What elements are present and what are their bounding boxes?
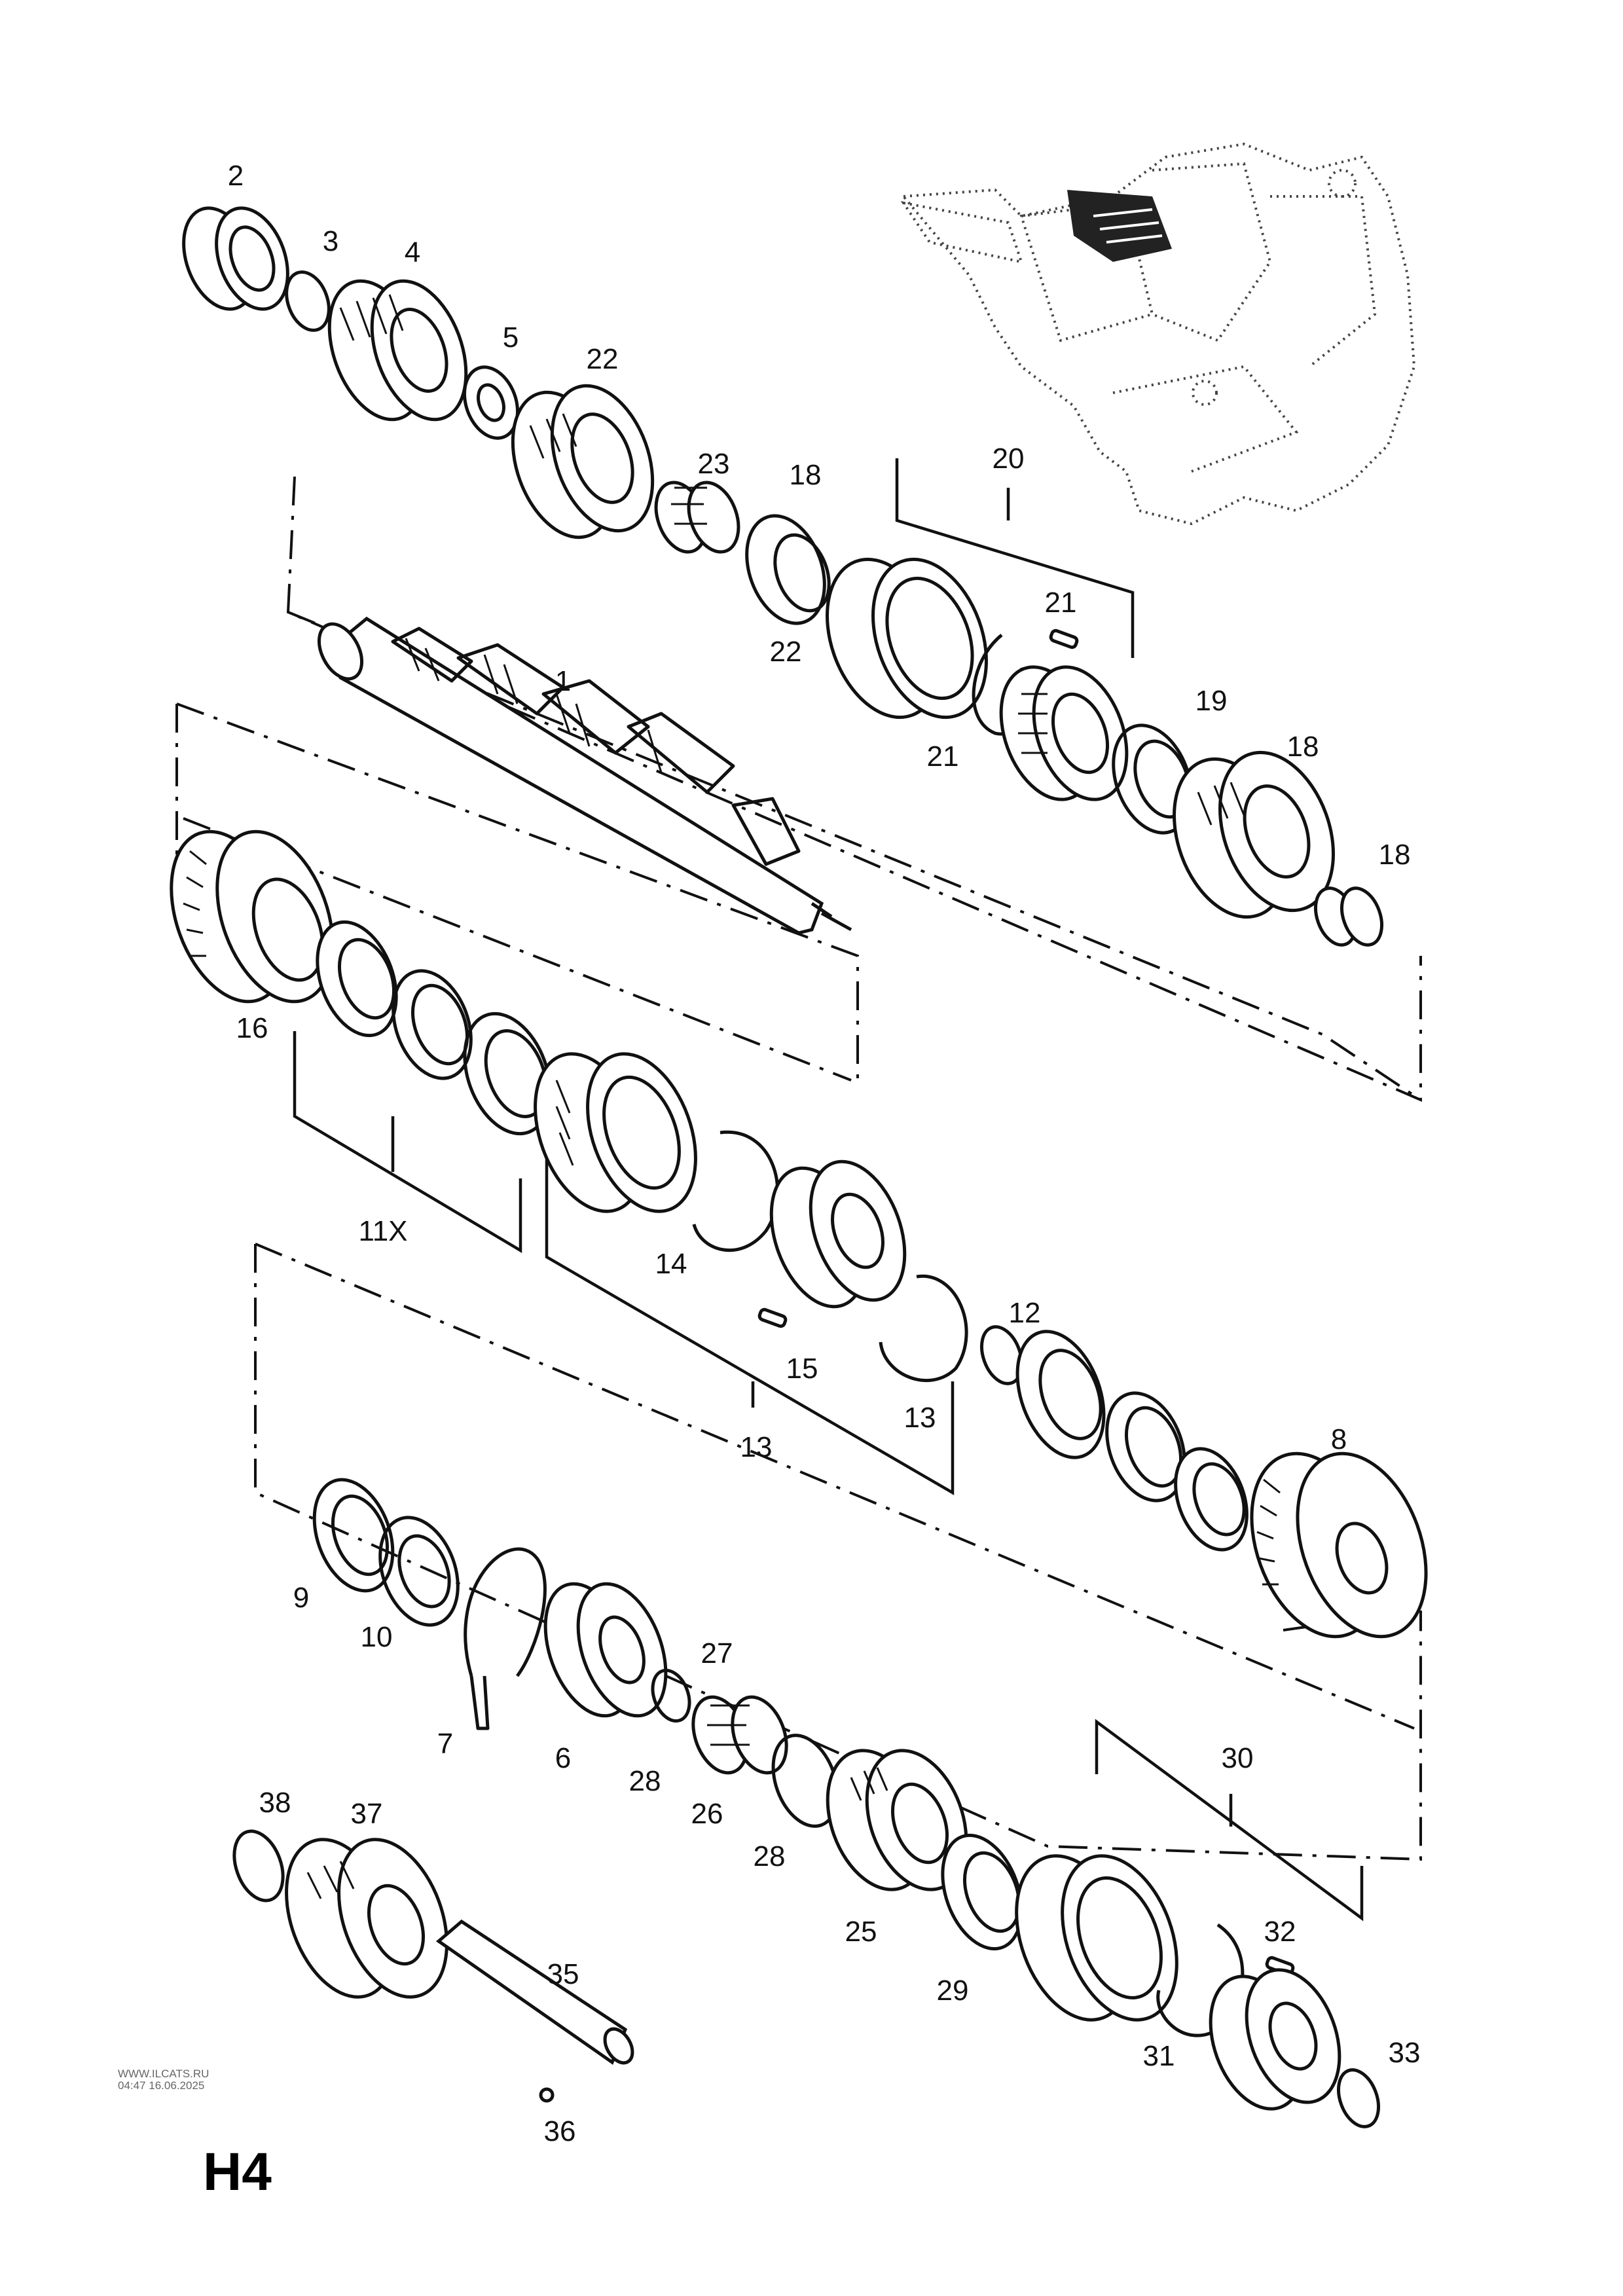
label-13a: 13 (740, 1431, 773, 1463)
watermark-timestamp: 04:47 16.06.2025 (118, 2079, 204, 2092)
callout-labels: 2 3 4 5 22 23 18 20 21 22 1 21 19 18 18 … (228, 160, 1421, 2147)
hub-19 (999, 665, 1129, 801)
gear-26 (826, 1749, 968, 1891)
hub-31 (1209, 1968, 1341, 2111)
gear-17 (1173, 750, 1335, 919)
gear-cluster-highlight-icon (1067, 190, 1172, 262)
ball-36 (539, 2087, 555, 2103)
snap-ring-34 (1337, 2068, 1380, 2128)
label-28b: 28 (629, 1765, 661, 1797)
label-33: 32 (1264, 1916, 1296, 1948)
hub-13 (769, 1159, 907, 1309)
label-22: 21 (1045, 587, 1077, 619)
needle-bearing-18b (1314, 886, 1383, 947)
label-13b: 13 (904, 1402, 936, 1434)
needle-bearing-25 (654, 481, 740, 554)
diagram-code: H4 (203, 2142, 272, 2202)
label-9: 9 (293, 1582, 309, 1614)
label-7: 7 (437, 1728, 453, 1760)
label-23: 22 (770, 636, 802, 668)
label-11X: 11X (358, 1215, 407, 1247)
snap-ring-28a (651, 1668, 691, 1723)
label-2: 2 (228, 160, 244, 192)
label-35: 35 (547, 1958, 579, 1990)
label-4: 4 (405, 236, 420, 268)
group-brackets (293, 458, 1364, 1922)
washer-10 (378, 1516, 460, 1627)
gear-16 (170, 829, 335, 1004)
label-25: 23 (698, 448, 730, 480)
label-14: 14 (655, 1248, 687, 1280)
label-18b: 18 (1379, 839, 1411, 871)
label-10: 10 (361, 1621, 393, 1653)
gear-24 (511, 384, 655, 539)
label-3: 3 (323, 225, 338, 257)
key-22 (1049, 629, 1079, 649)
pin-35 (435, 1919, 634, 2065)
label-36: 36 (544, 2115, 576, 2147)
label-18a: 18 (790, 459, 822, 491)
label-26: 25 (845, 1916, 877, 1948)
label-12: 12 (1009, 1297, 1041, 1329)
label-27: 26 (691, 1798, 723, 1830)
bearing-6 (543, 1582, 668, 1718)
synchro-ring-11b (392, 969, 473, 1080)
gear-8 (1250, 1451, 1428, 1639)
snap-ring-38 (232, 1829, 285, 1903)
sleeve-20 (826, 557, 988, 720)
synchro-ring-11c (463, 1011, 552, 1136)
sleeve-13 (534, 1052, 697, 1213)
snap-ring-12 (980, 1325, 1023, 1385)
label-1: 1 (555, 665, 571, 697)
circlip-14 (692, 1130, 780, 1252)
label-21: 21 (927, 740, 959, 773)
synchro-ring-12a (1015, 1330, 1106, 1459)
label-8: 8 (1331, 1423, 1347, 1455)
needle-bearing-27 (691, 1695, 788, 1775)
label-6: 6 (555, 1742, 571, 1774)
label-30: 29 (937, 1975, 969, 2007)
label-17: 18 (1287, 731, 1319, 763)
label-15: 15 (786, 1353, 818, 1385)
watermark-site: WWW.ILCATS.RU (118, 2068, 209, 2080)
label-34: 33 (1389, 2037, 1421, 2069)
label-29: 28 (754, 1840, 786, 1872)
gear-37 (285, 1838, 448, 1999)
synchro-ring-18 (745, 514, 831, 625)
label-31: 30 (1222, 1742, 1254, 1774)
label-16: 16 (236, 1012, 268, 1044)
gearbox-housing-thumbnail (900, 142, 1416, 526)
retaining-clip-7 (464, 1547, 547, 1730)
snap-ring-3 (285, 270, 331, 332)
shim-9 (312, 1478, 395, 1593)
main-shaft (317, 616, 852, 935)
synchro-ring-12b (1105, 1391, 1186, 1503)
label-37: 37 (351, 1798, 383, 1830)
key-15 (757, 1307, 788, 1328)
label-32: 31 (1143, 2040, 1175, 2072)
sleeve-31 (1015, 1854, 1178, 2022)
bearing-2 (182, 206, 289, 311)
label-28a: 27 (701, 1637, 733, 1669)
synchro-ring-30 (941, 1833, 1023, 1951)
label-19: 19 (1195, 685, 1228, 717)
label-20: 20 (993, 443, 1025, 475)
label-24: 22 (587, 343, 619, 375)
label-38: 38 (259, 1787, 291, 1819)
circlip-13b (879, 1274, 968, 1382)
synchro-ring-12c (1174, 1447, 1249, 1552)
washer-5 (462, 365, 520, 440)
bearing-4 (327, 279, 468, 422)
label-5: 5 (503, 321, 519, 354)
synchro-ring-11a (316, 920, 398, 1038)
